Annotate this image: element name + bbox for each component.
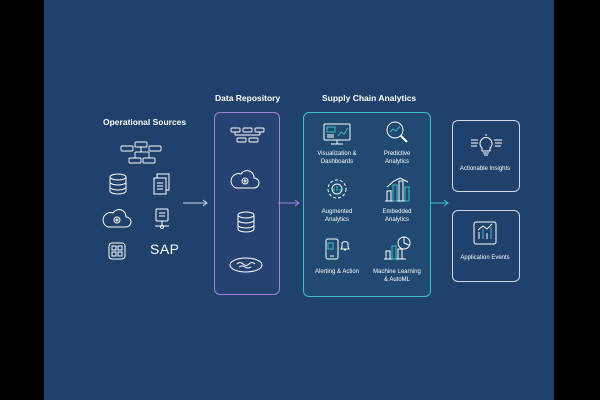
repository-title: Data Repository (215, 93, 281, 103)
documents-icon (153, 173, 170, 195)
output-box-events (452, 210, 520, 282)
analytics-box (303, 112, 431, 297)
magnifier-chart-icon (386, 121, 408, 143)
output-label-events: Application Events (460, 255, 510, 261)
bar-chart-icon (385, 177, 410, 202)
analytics-item-label-embedded: Embedded Analytics (382, 209, 412, 223)
repository-database-icon (237, 211, 255, 233)
analytics-item-label-ml: Machine Learning & AutoML (373, 269, 421, 283)
analytics-item-label-alerting: Alerting & Action (314, 269, 360, 275)
ml-chart-icon (384, 236, 411, 260)
repository-database-network-icon (230, 127, 265, 143)
repository-cloud-icon (230, 170, 260, 189)
sources-title: Operational Sources (103, 117, 187, 127)
server-icon (155, 208, 169, 229)
gear-chart-icon (327, 179, 347, 199)
analytics-title: Supply Chain Analytics (322, 93, 417, 103)
data-lake-icon (229, 257, 263, 273)
output-box-insights (452, 120, 520, 192)
output-label-insights: Actionable Insights (459, 166, 511, 172)
dashboard-icon (323, 123, 351, 145)
analytics-item-label-predictive: Predictive Analytics (383, 151, 411, 165)
chart-window-icon (473, 221, 497, 245)
sap-label: SAP (150, 241, 180, 257)
alert-phone-icon (325, 238, 350, 260)
cloud-icon (102, 209, 132, 228)
analytics-item-label-augmented: Augmented Analytics (321, 209, 353, 223)
diagram-canvas: Operational Sources SAP D (44, 0, 554, 400)
database-network-icon (120, 141, 162, 164)
analytics-item-label-visualization: Visualization & Dashboards (317, 151, 357, 165)
lightbulb-icon (471, 134, 502, 156)
flow-arrows (183, 199, 449, 207)
database-icon (109, 173, 127, 195)
repository-box (214, 112, 280, 295)
grid-app-icon (108, 242, 126, 260)
